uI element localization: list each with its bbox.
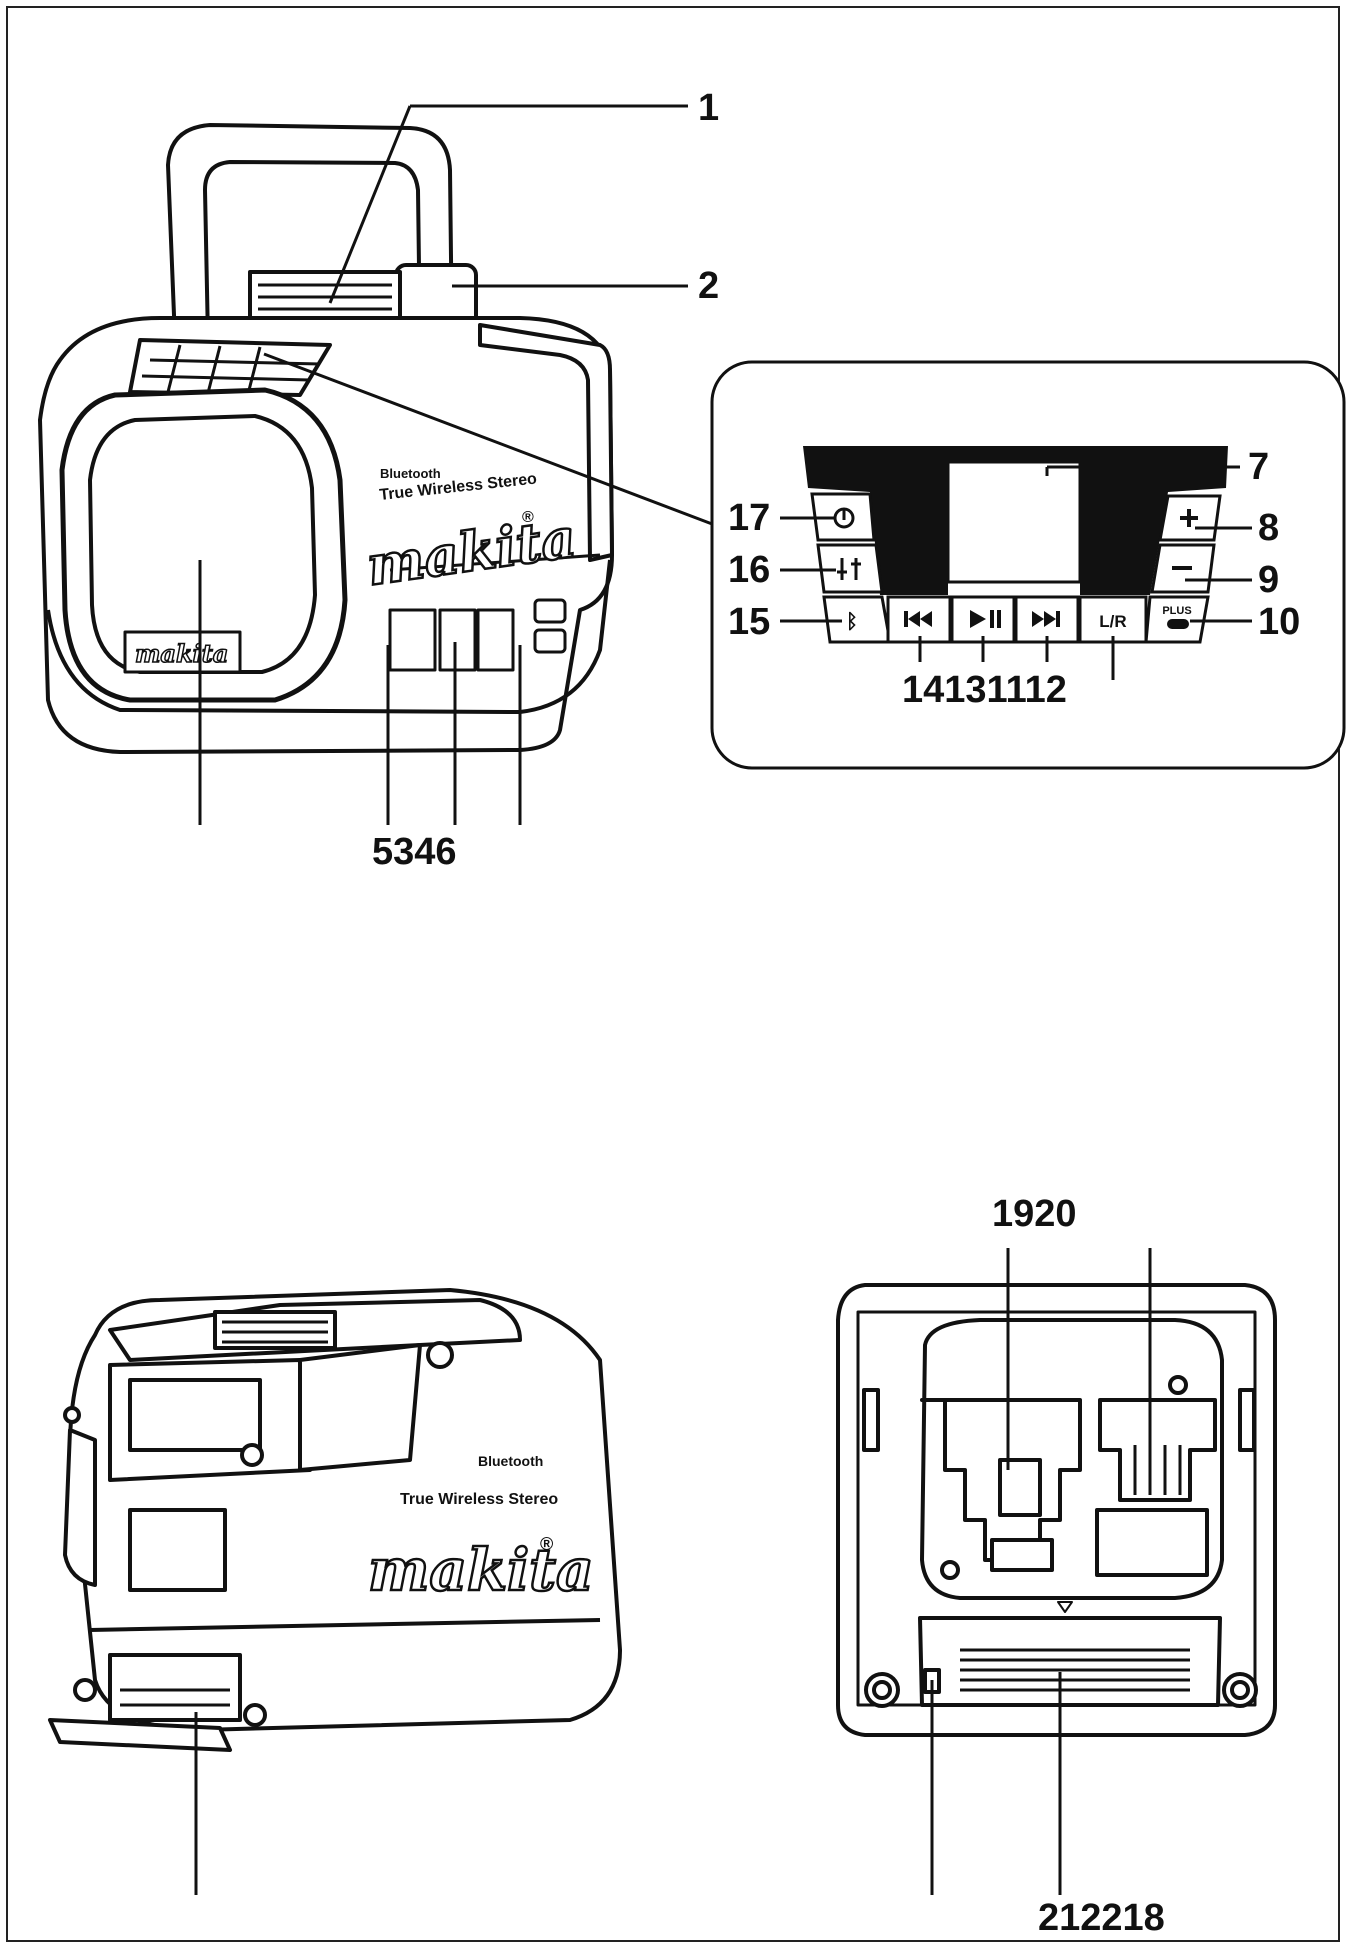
rear-label-area (128, 1508, 227, 1592)
rear-bumper-left (63, 1428, 97, 1587)
callout-1: 1 (698, 87, 719, 129)
registered-mark-rear: ® (540, 1534, 553, 1554)
control-panel-detail: ᛒ L/R PLUS (710, 360, 1346, 770)
leader-lines-front (198, 104, 721, 825)
bluetooth-text-rear: Bluetooth (478, 1453, 543, 1469)
control-deck (128, 338, 332, 397)
callout-bottom-top: 1920 (992, 1193, 1077, 1235)
tws-text-rear: True Wireless Stereo (400, 1491, 558, 1508)
callout-7: 7 (1248, 446, 1269, 488)
panel-display (946, 460, 1082, 584)
battery-cover-open (48, 1718, 232, 1752)
battery-compartment (108, 1653, 242, 1722)
side-button-2 (438, 608, 477, 672)
callout-15: 15 (728, 601, 770, 643)
side-button-1 (388, 608, 437, 672)
panel-black-surface (803, 446, 1228, 595)
brand-logo-bumper: makita (135, 639, 228, 668)
prev-track-icon (904, 611, 932, 627)
callout-16: 16 (728, 549, 770, 591)
next-button (1014, 595, 1080, 644)
leader-lines-bottom (930, 1248, 1152, 1895)
speaker-rear-view (48, 1288, 622, 1752)
brand-logo-rear: makita (368, 1536, 594, 1604)
callout-9: 9 (1258, 559, 1279, 601)
speaker-bottom-view (836, 1283, 1277, 1737)
equalizer-button (816, 543, 884, 594)
callout-8: 8 (1258, 507, 1279, 549)
bluetooth-text-front: Bluetooth (380, 466, 441, 481)
registered-mark-front: ® (522, 509, 534, 526)
callout-17: 17 (728, 497, 770, 539)
speaker-front-view (38, 123, 614, 754)
equalizer-icon (837, 558, 861, 580)
lr-button (1078, 595, 1148, 644)
play-pause-icon (970, 610, 1001, 628)
leader-lines-panel (780, 465, 1252, 680)
next-track-icon (1032, 611, 1060, 627)
battery-slot-right (1098, 1398, 1217, 1502)
side-button-3 (476, 608, 515, 672)
callout-10: 10 (1258, 601, 1300, 643)
bluetooth-icon: ᛒ (846, 611, 858, 633)
lr-label: L/R (1099, 612, 1126, 631)
callout-front-bottom: 5346 (372, 831, 457, 873)
top-grille-pattern (258, 283, 392, 311)
plus-icon (1180, 509, 1198, 527)
plus-mode-label: PLUS (1162, 605, 1191, 617)
callout-2: 2 (698, 265, 719, 307)
figure-frame (6, 6, 1340, 1942)
callout-panel-bottom: 14131112 (902, 669, 1067, 711)
callout-bottom-bottom: 212218 (1038, 1897, 1165, 1939)
